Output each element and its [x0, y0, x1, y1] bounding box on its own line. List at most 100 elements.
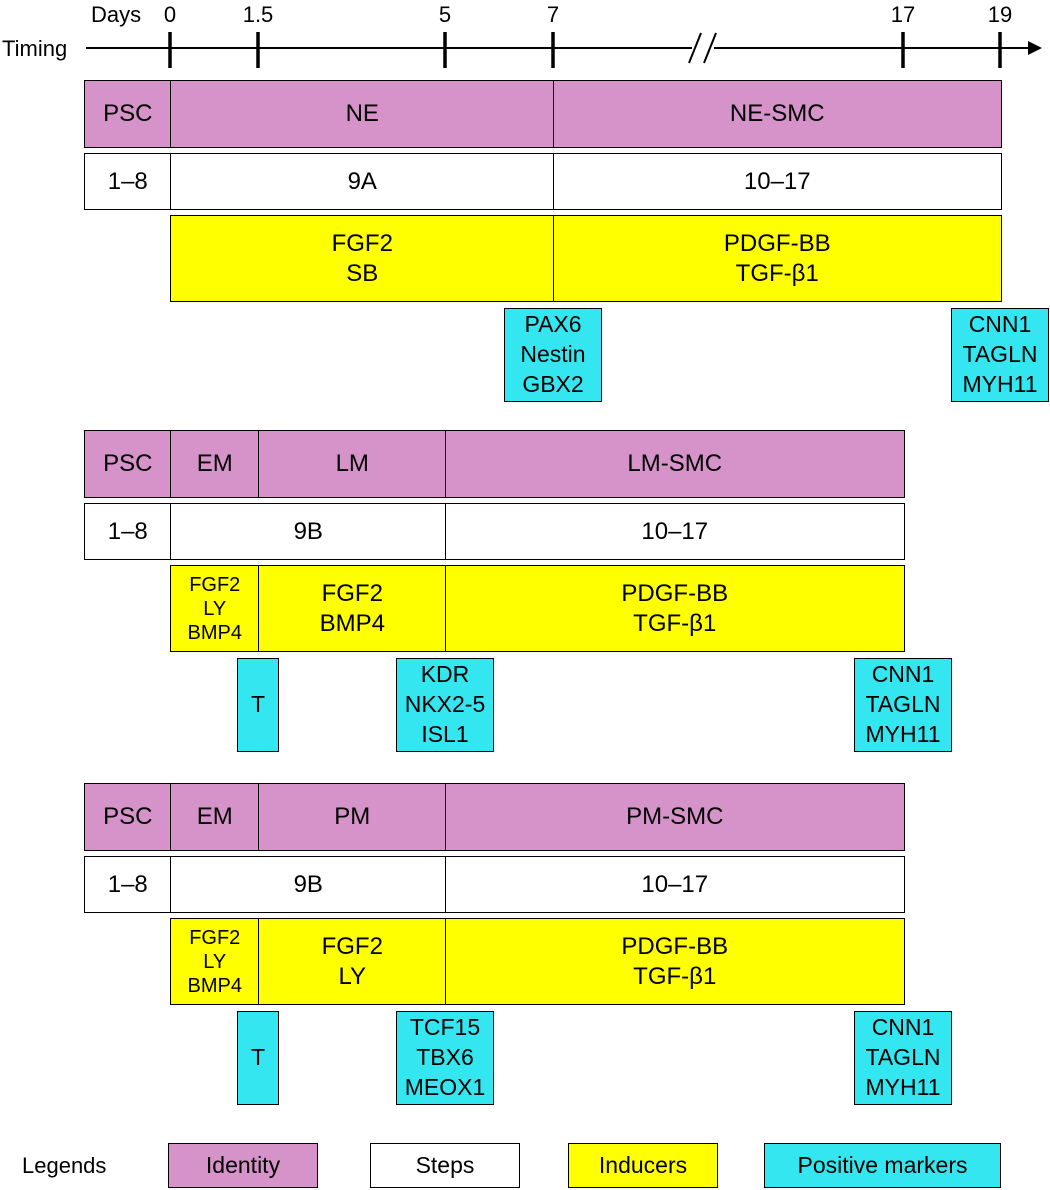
positive-marker-box-text: TAGLN — [962, 341, 1038, 368]
inducer-segment-text: SB — [346, 259, 379, 287]
step-segment: 10–17 — [445, 856, 905, 913]
step-segment-text: 1–8 — [107, 517, 148, 545]
inducer-segment-text: FGF2 — [321, 579, 383, 607]
identity-segment: NE — [170, 80, 555, 148]
axis-break-mark — [703, 32, 717, 64]
legend-item-steps: Steps — [370, 1143, 520, 1188]
positive-marker-box-text: GBX2 — [522, 370, 584, 397]
inducer-segment-text: BMP4 — [187, 974, 242, 997]
step-segment: 10–17 — [553, 153, 1002, 210]
inducer-segment-text: LY — [203, 597, 227, 620]
positive-marker-box-text: ISL1 — [421, 720, 469, 747]
inducer-segment-text: FGF2 — [331, 229, 393, 257]
legend-item-label: Positive markers — [797, 1152, 968, 1178]
axis-break-mark — [688, 32, 702, 64]
step-segment-text: 9A — [347, 167, 377, 195]
identity-segment-text: NE — [345, 100, 379, 127]
inducer-segment-text: LY — [338, 962, 367, 990]
positive-marker-box-text: MYH11 — [962, 370, 1038, 397]
tick-label: 5 — [438, 2, 452, 27]
positive-marker-box-text: CNN1 — [968, 311, 1032, 338]
positive-marker-box-text: MYH11 — [865, 1073, 941, 1100]
step-segment: 1–8 — [84, 856, 172, 913]
axis-arrowhead — [1028, 41, 1042, 55]
identity-segment: LM — [258, 430, 447, 498]
step-segment: 10–17 — [445, 503, 905, 560]
positive-marker-box-text: NKX2-5 — [404, 691, 486, 718]
step-segment: 9A — [170, 153, 555, 210]
step-segment: 1–8 — [84, 153, 172, 210]
positive-marker-box: T — [237, 1011, 279, 1105]
step-segment-text: 10–17 — [743, 167, 811, 195]
positive-marker-box-text: TAGLN — [865, 1044, 941, 1071]
inducer-segment-text: PDGF-BB — [723, 229, 831, 257]
step-segment: 9B — [170, 503, 447, 560]
inducer-segment-text: TGF-β1 — [633, 962, 717, 990]
identity-segment: LM-SMC — [445, 430, 905, 498]
identity-segment-text: LM-SMC — [627, 450, 723, 477]
inducer-segment-text: BMP4 — [319, 609, 385, 637]
identity-segment-text: NE-SMC — [729, 100, 825, 127]
positive-marker-box-text: KDR — [420, 661, 470, 688]
step-segment-text: 10–17 — [641, 517, 709, 545]
tick-label: 0 — [163, 2, 177, 27]
legend-item-label: Steps — [415, 1152, 475, 1178]
timing-axis — [86, 32, 1042, 68]
identity-segment-text: EM — [196, 450, 233, 477]
identity-segment-text: EM — [196, 803, 233, 830]
legend-item-inducers: Inducers — [568, 1143, 718, 1188]
positive-marker-box-text: TBX6 — [416, 1044, 474, 1071]
step-segment: 1–8 — [84, 503, 172, 560]
step-segment: 9B — [170, 856, 447, 913]
legend-item-label: Inducers — [598, 1152, 688, 1178]
positive-marker-box-text: T — [250, 1044, 266, 1071]
positive-marker-box-text: CNN1 — [871, 661, 935, 688]
timing-label: Timing — [2, 36, 68, 61]
tick-label: 1.5 — [242, 2, 274, 27]
positive-marker-box-text: TCF15 — [409, 1014, 481, 1041]
tick-label: 7 — [546, 2, 560, 27]
tick-label: 17 — [890, 2, 916, 27]
step-segment-text: 10–17 — [641, 870, 709, 898]
positive-marker-box-text: TAGLN — [865, 691, 941, 718]
identity-segment: PSC — [84, 80, 172, 148]
positive-marker-box-text: CNN1 — [871, 1014, 935, 1041]
positive-marker-box-text: Nestin — [520, 341, 586, 368]
inducer-segment-text: TGF-β1 — [633, 609, 717, 637]
inducer-segment-text: FGF2 — [321, 932, 383, 960]
legend-item-label: Identity — [205, 1152, 281, 1178]
identity-segment-text: PSC — [103, 803, 153, 830]
inducer-segment-text: FGF2 — [189, 573, 241, 596]
identity-segment: PSC — [84, 430, 172, 498]
identity-segment: EM — [170, 430, 260, 498]
identity-segment: NE-SMC — [553, 80, 1002, 148]
identity-segment: PM-SMC — [445, 783, 905, 851]
identity-segment-text: PSC — [103, 100, 153, 127]
inducer-segment-text: LY — [203, 950, 227, 973]
positive-marker-box: T — [237, 658, 279, 752]
identity-segment-text: PM — [334, 803, 371, 830]
inducer-segment-text: PDGF-BB — [621, 932, 729, 960]
identity-segment-text: PSC — [103, 450, 153, 477]
inducer-segment-text: PDGF-BB — [621, 579, 729, 607]
positive-marker-box-text: MEOX1 — [404, 1073, 486, 1100]
positive-marker-box-text: PAX6 — [524, 311, 582, 338]
identity-segment-text: LM — [335, 450, 369, 477]
inducer-segment-text: FGF2 — [189, 926, 241, 949]
tick-label: 19 — [987, 2, 1013, 27]
identity-segment: PM — [258, 783, 447, 851]
identity-segment-text: PM-SMC — [626, 803, 724, 830]
step-segment-text: 1–8 — [107, 167, 148, 195]
identity-segment: PSC — [84, 783, 172, 851]
